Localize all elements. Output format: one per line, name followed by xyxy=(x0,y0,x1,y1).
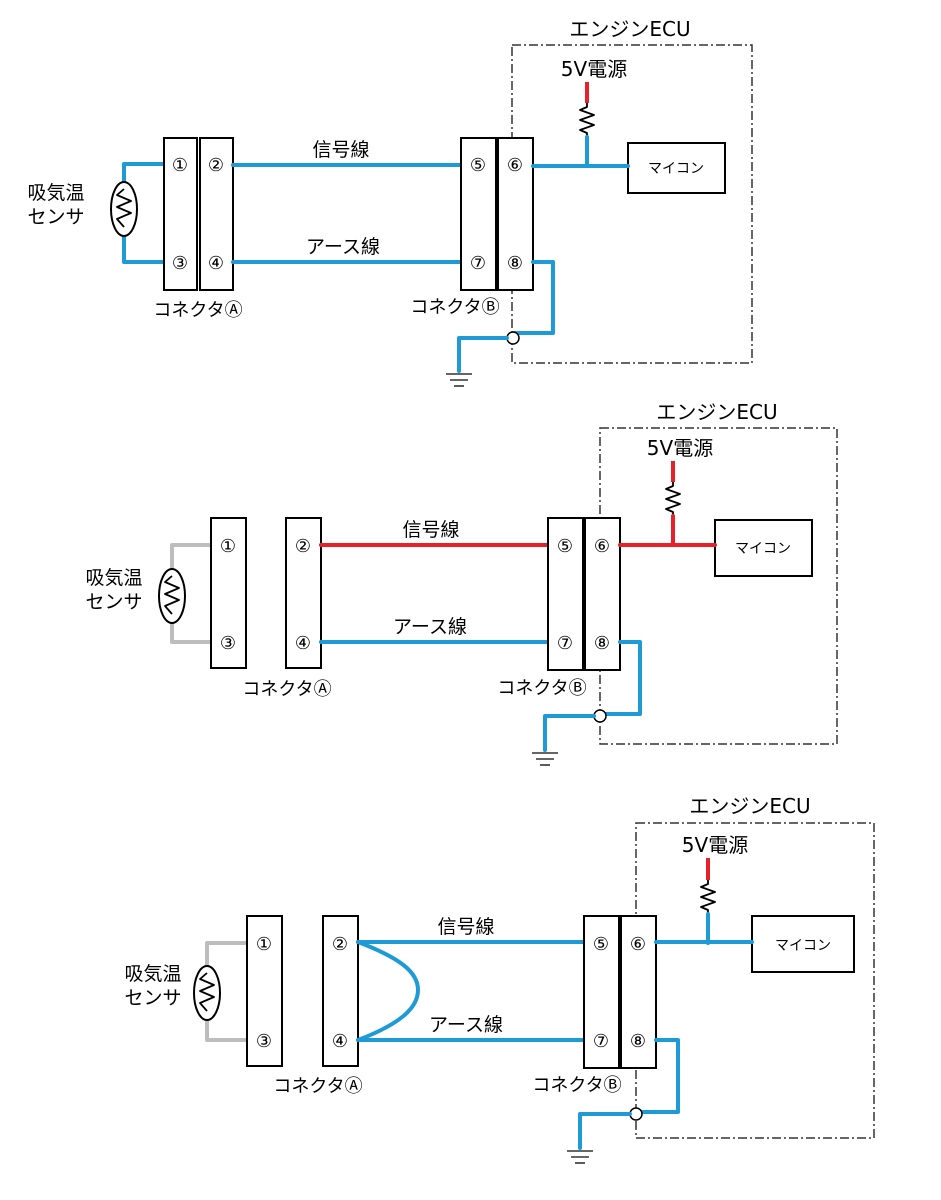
pin-1: ① xyxy=(256,934,272,955)
pin-3: ③ xyxy=(172,253,188,274)
ecu-frame xyxy=(635,822,875,1139)
pullup-resistor-icon xyxy=(700,880,716,914)
connector-b-label: コネクタⒷ xyxy=(410,297,499,318)
power-label: 5V電源 xyxy=(682,833,748,857)
connector-a-left xyxy=(163,137,198,291)
connector-a-label: コネクタⒶ xyxy=(153,300,242,321)
pullup-resistor-icon xyxy=(579,103,595,137)
connector-b-right xyxy=(497,137,534,291)
ground-wire-label: アース線 xyxy=(306,236,380,258)
pin-5: ⑤ xyxy=(557,536,573,557)
connector-a-label: コネクタⒶ xyxy=(273,1076,362,1097)
ecu-frame xyxy=(599,427,838,745)
connector-b-label: コネクタⒷ xyxy=(497,678,586,699)
pin-2: ② xyxy=(208,155,224,176)
power-label: 5V電源 xyxy=(561,57,627,81)
sensor-label-line1: 吸気温 xyxy=(124,963,181,985)
pin-2: ② xyxy=(332,934,348,955)
connector-a-harness-side xyxy=(285,517,322,669)
connector-a-right xyxy=(199,137,234,291)
pin-5: ⑤ xyxy=(593,934,609,955)
ground-wire-label: アース線 xyxy=(429,1014,503,1036)
pin-2: ② xyxy=(295,536,311,557)
pin-6: ⑥ xyxy=(507,155,523,176)
pin-8: ⑧ xyxy=(507,253,523,274)
sensor-label-line1: 吸気温 xyxy=(27,182,84,204)
connector-b-left xyxy=(583,915,620,1069)
ecu-frame xyxy=(511,44,753,364)
signal-wire-label: 信号線 xyxy=(437,916,494,938)
sensor-label-line2: センサ xyxy=(85,591,142,613)
pin-3: ③ xyxy=(256,1031,272,1052)
diagram-short-circuit: エンジンECU 5V電源 マイコン 吸気温 センサ ① ② ③ ④ コネクタⒶ … xyxy=(124,794,875,1164)
pin-4: ④ xyxy=(208,253,224,274)
pin-1: ① xyxy=(172,155,188,176)
pin-1: ① xyxy=(220,536,236,557)
thermistor-symbol-icon xyxy=(164,575,180,615)
sensor-wire-bottom xyxy=(205,1016,249,1042)
sensor-label-line1: 吸気温 xyxy=(85,567,142,589)
ground-symbol-icon xyxy=(567,1150,593,1164)
pin-6: ⑥ xyxy=(594,536,610,557)
pin-5: ⑤ xyxy=(470,155,486,176)
connector-b-right xyxy=(584,517,621,671)
pin-4: ④ xyxy=(295,633,311,654)
ground-wire-label: アース線 xyxy=(393,616,467,638)
signal-wire-label: 信号線 xyxy=(312,139,369,161)
ecu-ground-wire xyxy=(598,640,642,716)
connector-b-left xyxy=(547,517,584,671)
microcomputer-label: マイコン xyxy=(775,938,831,954)
connector-a-label: コネクタⒶ xyxy=(242,679,331,700)
pin-7: ⑦ xyxy=(593,1031,609,1052)
connector-a-harness-side xyxy=(322,915,359,1067)
thermistor-symbol-icon xyxy=(116,188,132,228)
sensor-wire-bottom xyxy=(170,620,213,644)
diagram-normal: エンジンECU 5V電源 マイコン 吸気温 センサ ① ② ③ ④ コネクタⒶ … xyxy=(27,17,753,387)
pin-4: ④ xyxy=(332,1031,348,1052)
microcomputer-label: マイコン xyxy=(735,541,791,557)
pin-8: ⑧ xyxy=(594,633,610,654)
connector-b-left xyxy=(460,137,497,291)
sensor-wire-bottom xyxy=(122,233,169,264)
microcomputer-box xyxy=(751,915,855,973)
sensor-wire-top xyxy=(122,162,169,185)
sensor-wire-top xyxy=(205,941,249,969)
microcomputer-label: マイコン xyxy=(648,161,704,177)
signal-wire-label: 信号線 xyxy=(402,519,459,541)
chassis-ground-wire xyxy=(578,1112,632,1150)
chassis-ground-wire xyxy=(543,714,596,752)
connector-b-label: コネクタⒷ xyxy=(532,1075,621,1096)
ground-symbol-icon xyxy=(446,373,472,387)
diagram-disconnected: エンジンECU 5V電源 マイコン 吸気温 センサ ① ② ③ ④ コネクタⒶ … xyxy=(85,400,838,766)
thermistor-symbol-icon xyxy=(199,972,215,1012)
sensor-wire-top xyxy=(170,543,213,572)
pin-3: ③ xyxy=(220,633,236,654)
pin-7: ⑦ xyxy=(557,633,573,654)
ecu-title: エンジンECU xyxy=(569,17,690,41)
ecu-title: エンジンECU xyxy=(689,794,810,818)
pin-6: ⑥ xyxy=(630,934,646,955)
sensor-label-line2: センサ xyxy=(27,206,84,228)
ecu-ground-wire xyxy=(634,1038,680,1114)
connector-a-sensor-side xyxy=(210,517,247,669)
ground-symbol-icon xyxy=(532,752,558,766)
power-label: 5V電源 xyxy=(647,436,713,460)
microcomputer-box xyxy=(714,519,813,577)
ecu-title: エンジンECU xyxy=(656,400,777,424)
connector-a-sensor-side xyxy=(246,915,283,1067)
ecu-ground-wire xyxy=(511,260,555,335)
pin-7: ⑦ xyxy=(470,253,486,274)
chassis-ground-wire xyxy=(457,336,509,373)
sensor-label-line2: センサ xyxy=(124,987,181,1009)
short-circuit-loop xyxy=(356,940,420,1042)
connector-b-right xyxy=(620,915,657,1069)
pullup-resistor-icon xyxy=(665,482,681,516)
pin-8: ⑧ xyxy=(630,1031,646,1052)
